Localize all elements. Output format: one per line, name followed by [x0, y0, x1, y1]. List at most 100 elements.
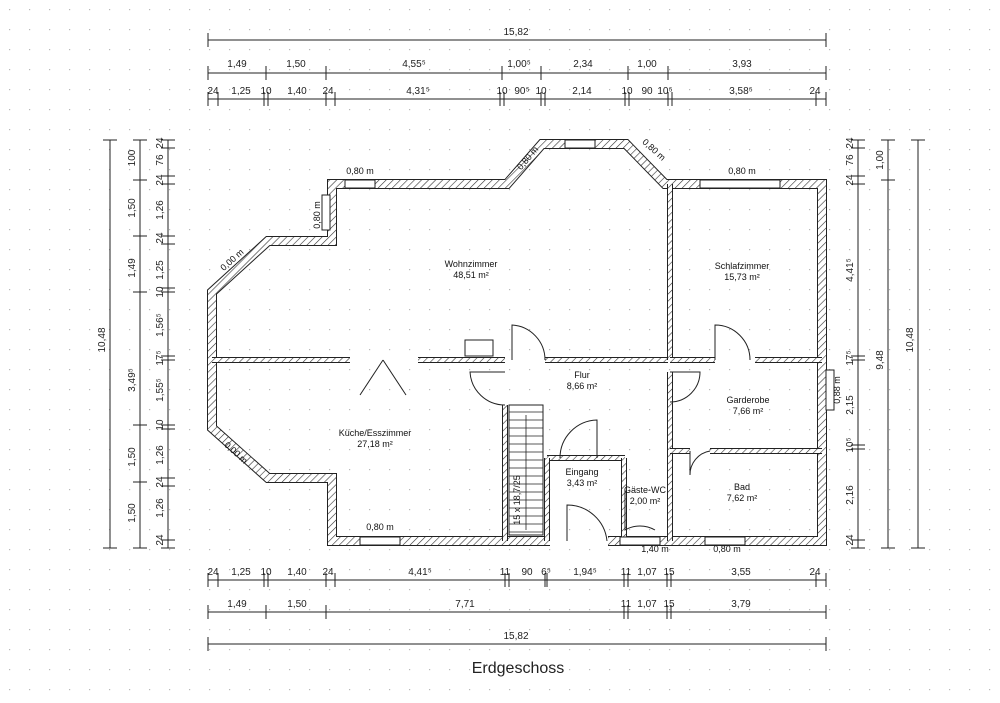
room-name: Schlafzimmer: [715, 261, 770, 271]
chimney: [464, 339, 494, 357]
dimension-text: 10: [155, 286, 166, 298]
dimension-text: 9,48: [875, 350, 886, 370]
dimension-text: 10: [260, 567, 272, 578]
dimension-text: 3,49⁵: [127, 368, 138, 392]
plan-title: Erdgeschoss: [472, 660, 565, 677]
dimension-text: 7,71: [455, 599, 475, 610]
dimension-text: 1,26: [155, 445, 166, 465]
window-width-label: 0,80 m: [346, 166, 374, 176]
dimension-text: 24: [809, 567, 821, 578]
room-area: 7,66 m²: [733, 406, 764, 416]
dimension-text: 1,55⁵: [155, 378, 166, 402]
dimension-text: 17⁵: [845, 350, 856, 365]
dimension-text: 10: [496, 86, 508, 97]
dimension-text: 10,48: [905, 327, 916, 352]
dimension-text: 1,26: [155, 498, 166, 518]
window-width-label: 0,80 m: [728, 166, 756, 176]
door-swing-9: [382, 359, 407, 396]
dimension-text: 76: [845, 154, 856, 166]
room-name: Wohnzimmer: [445, 259, 498, 269]
room-name: Flur: [574, 370, 590, 380]
dimension-text: 2,34: [573, 59, 593, 70]
door-swing-0: [511, 324, 546, 361]
dimension-text: 24: [155, 137, 166, 149]
dimension-text: 1,49: [227, 599, 247, 610]
dimension-text: 90: [521, 567, 533, 578]
dimension-text: 100: [127, 149, 138, 166]
window-4: [359, 536, 401, 546]
dimension-text: 10⁵: [657, 86, 672, 97]
dimension-text: 1,26: [155, 200, 166, 220]
dimension-text: 1,40: [287, 567, 307, 578]
dimension-text: 1,49: [227, 59, 247, 70]
dimension-text: 24: [207, 86, 219, 97]
window-width-label: 0,80 m: [366, 522, 394, 532]
dimension-text: 1,50: [127, 198, 138, 218]
fixtures: [321, 139, 835, 546]
door-swing-4: [714, 324, 751, 361]
dimension-text: 3,58⁵: [729, 86, 753, 97]
dimension-text: 1,25: [231, 567, 251, 578]
dimension-text: 2,16: [845, 485, 856, 505]
dimension-text: 4,41⁵: [408, 567, 432, 578]
dimension-text: 1,00⁵: [507, 59, 531, 70]
dimension-text: 4,31⁵: [406, 86, 430, 97]
stair-label: 15 x 18,7/25: [512, 475, 522, 525]
dimension-text: 15,82: [503, 27, 528, 38]
room-area: 3,43 m²: [567, 478, 598, 488]
dimension-lines: [103, 33, 925, 651]
dimension-text: 4,41⁵: [845, 258, 856, 282]
staircase: [508, 404, 544, 536]
window-5: [619, 536, 661, 546]
dimension-text: 1,07: [637, 599, 657, 610]
dimension-text: 24: [207, 567, 219, 578]
door-swing-6: [566, 504, 608, 542]
dimension-text: 6⁵: [541, 567, 551, 578]
dimension-text: 1,07: [637, 567, 657, 578]
dimension-text: 24: [845, 174, 856, 186]
window-1: [321, 194, 331, 231]
dimension-text: 11: [500, 567, 511, 578]
dimension-text: 1,49: [127, 258, 138, 278]
dimension-text: 10: [155, 419, 166, 431]
dimension-text: 76: [155, 154, 166, 166]
room-area: 2,00 m²: [630, 496, 661, 506]
dimension-text: 3,79: [731, 599, 751, 610]
dimension-text: 1,50: [287, 599, 307, 610]
room-name: Bad: [734, 482, 750, 492]
window-3: [825, 369, 835, 411]
window-7: [564, 139, 596, 149]
dimension-text: 15: [663, 599, 675, 610]
dimension-text: 4,55⁵: [402, 59, 426, 70]
room-area: 15,73 m²: [724, 272, 760, 282]
room-area: 27,18 m²: [357, 439, 393, 449]
dimension-text: 24: [322, 567, 334, 578]
dimension-text: 11: [621, 567, 632, 578]
dimension-text: 1,00: [875, 150, 886, 170]
dimension-text: 10: [621, 86, 633, 97]
room-area: 48,51 m²: [453, 270, 489, 280]
dimension-text: 3,55: [731, 567, 751, 578]
dimension-text: 1,50: [127, 447, 138, 467]
dimension-text: 24: [845, 137, 856, 149]
dimension-text: 1,25: [155, 260, 166, 280]
dimension-text: 10: [535, 86, 547, 97]
room-name: Garderobe: [726, 395, 769, 405]
dimension-text: 1,40: [287, 86, 307, 97]
door-swing-3: [669, 371, 701, 403]
door-swing-8: [359, 359, 384, 396]
dimension-text: 3,93: [732, 59, 752, 70]
room-area: 7,62 m²: [727, 493, 758, 503]
door-swing-1: [469, 371, 506, 406]
dimension-text: 1,25: [231, 86, 251, 97]
dimension-text: 15: [663, 567, 675, 578]
dimension-text: 2,14: [572, 86, 592, 97]
dimension-text: 90⁵: [514, 86, 529, 97]
dimension-text: 10,48: [97, 327, 108, 352]
dimension-text: 1,00: [637, 59, 657, 70]
dimension-text: 2,15: [845, 395, 856, 415]
dimension-text: 24: [155, 534, 166, 546]
